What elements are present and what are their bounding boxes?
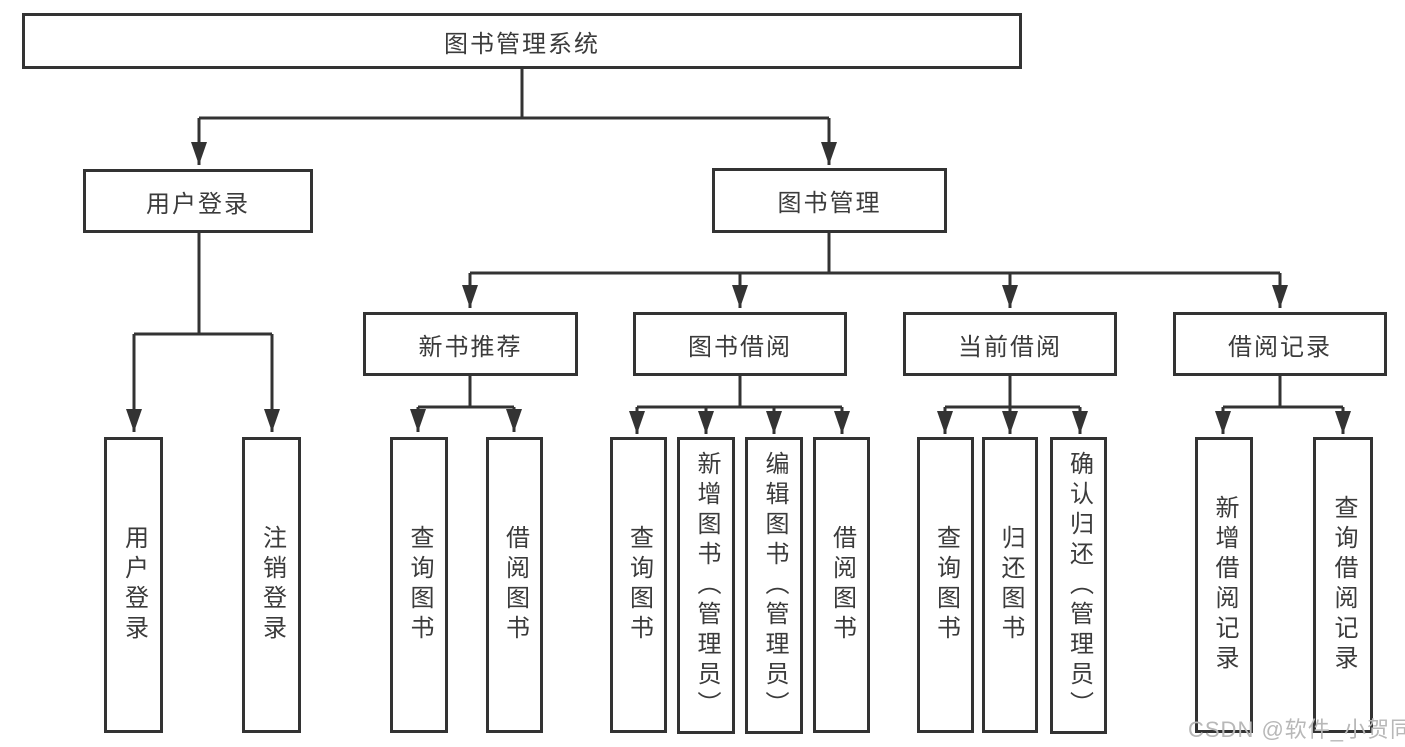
node-label: 新增图书（管理员） <box>693 450 720 721</box>
node-label: 新书推荐 <box>418 333 523 361</box>
node-bb-borrow-books: 借阅图书 <box>813 437 870 733</box>
connector-arrows <box>126 118 1351 434</box>
node-current-borrowing: 当前借阅 <box>903 312 1117 376</box>
node-label: 图书管理 <box>777 190 882 217</box>
node-label: 查询图书 <box>406 525 433 645</box>
node-cb-confirm-return-admin: 确认归还（管理员） <box>1050 437 1107 734</box>
node-br-add-record: 新增借阅记录 <box>1195 437 1253 733</box>
node-user-login-leaf: 用户登录 <box>104 437 163 733</box>
node-label: 查询图书 <box>625 525 653 645</box>
node-label: 借阅图书 <box>828 525 856 645</box>
node-logout: 注销登录 <box>242 437 301 733</box>
node-cb-query-books: 查询图书 <box>917 437 974 733</box>
node-label: 查询图书 <box>932 525 960 645</box>
node-label: 新增借阅记录 <box>1211 495 1238 675</box>
node-new-book-recommendation: 新书推荐 <box>363 312 578 376</box>
node-nbr-borrow-books: 借阅图书 <box>486 437 543 733</box>
node-label: 查询借阅记录 <box>1330 495 1357 675</box>
node-label: 借阅图书 <box>501 525 529 645</box>
node-label: 借阅记录 <box>1228 333 1332 361</box>
node-label: 注销登录 <box>258 525 286 645</box>
node-library-management-system: 图书管理系统 <box>22 13 1022 69</box>
node-borrowing-records: 借阅记录 <box>1173 312 1387 376</box>
node-nbr-query-books: 查询图书 <box>390 437 448 733</box>
node-cb-return-books: 归还图书 <box>982 437 1038 733</box>
node-book-borrowing: 图书借阅 <box>633 312 847 376</box>
csdn-watermark: CSDN @软件_小贺同学 <box>1188 717 1405 742</box>
node-label: 确认归还（管理员） <box>1065 450 1093 721</box>
node-label: 归还图书 <box>997 525 1024 645</box>
node-book-management: 图书管理 <box>712 168 947 233</box>
node-label: 编辑图书（管理员） <box>761 450 788 721</box>
node-label: 用户登录 <box>120 525 148 645</box>
node-br-query-record: 查询借阅记录 <box>1313 437 1373 733</box>
node-bb-add-books-admin: 新增图书（管理员） <box>677 437 735 734</box>
node-label: 当前借阅 <box>958 333 1062 361</box>
connector-elbows <box>134 69 1343 409</box>
node-label: 用户登录 <box>146 190 250 218</box>
node-bb-query-books: 查询图书 <box>610 437 667 733</box>
node-user-login: 用户登录 <box>83 169 313 233</box>
node-label: 图书借阅 <box>688 333 792 361</box>
node-label: 图书管理系统 <box>444 30 600 58</box>
node-bb-edit-books-admin: 编辑图书（管理员） <box>745 437 803 734</box>
